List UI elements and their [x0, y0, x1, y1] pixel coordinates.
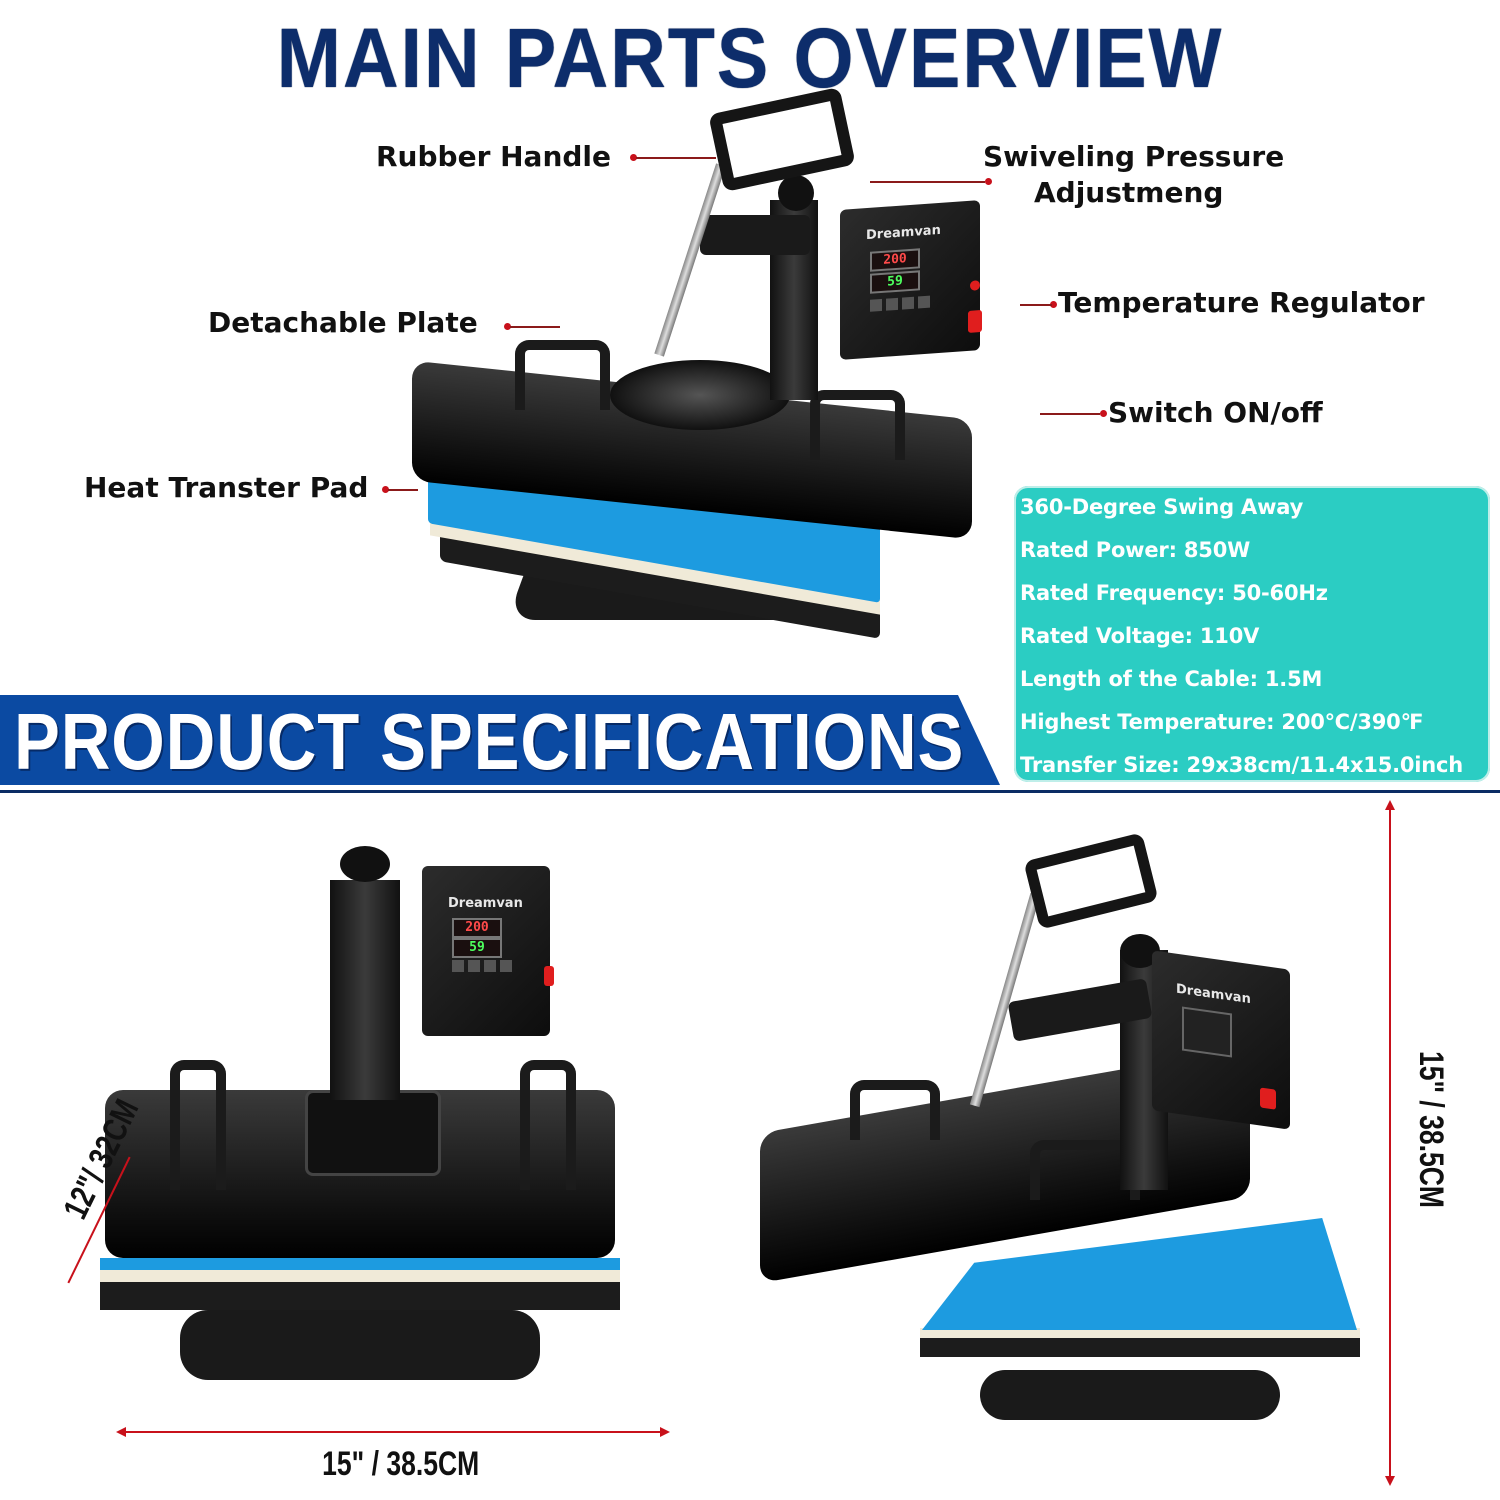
brand-logo: Dreamvan [448, 896, 523, 911]
spring-hub [610, 360, 790, 430]
arrowhead-right [660, 1427, 670, 1437]
press-base [180, 1310, 540, 1380]
plate-handle-left [850, 1080, 940, 1140]
pressure-knob [340, 846, 390, 882]
arrowhead-left [116, 1427, 126, 1437]
callout-leader [1040, 413, 1100, 415]
callout-leader [388, 489, 418, 491]
time-display: 59 [452, 938, 502, 958]
pad-cream-layer [100, 1268, 620, 1282]
press-arm [700, 215, 810, 255]
callout-leader [870, 181, 985, 183]
spec-box: 360-Degree Swing Away Rated Power: 850W … [1014, 486, 1490, 782]
spec-line: Rated Voltage: 110V [1020, 624, 1260, 648]
callout-rubber-handle: Rubber Handle [376, 140, 612, 173]
heat-transfer-pad-blue [100, 1258, 620, 1270]
callout-temperature-regulator: Temperature Regulator [1058, 286, 1425, 319]
spec-line: 360-Degree Swing Away [1020, 495, 1304, 519]
callout-heat-transfer-pad: Heat Transter Pad [84, 471, 369, 504]
callout-leader [1020, 304, 1052, 306]
press-base [980, 1370, 1280, 1420]
callout-dot [382, 486, 389, 493]
lever-rod [654, 163, 726, 357]
heat-press-angled-view: Dreamvan [760, 832, 1360, 1440]
power-switch [1260, 1087, 1276, 1110]
product-specifications-title: PRODUCT SPECIFICATIONS [14, 697, 965, 786]
callout-dot [1100, 410, 1107, 417]
temp-display: 200 [870, 248, 920, 272]
spec-line: Highest Temperature: 200℃/390℉ [1020, 710, 1424, 734]
temp-display: 200 [452, 918, 502, 938]
callout-swiveling-pressure-line2: Adjustmeng [1034, 176, 1224, 209]
rubber-handle-grip [1023, 832, 1159, 930]
plate-handle-left [170, 1060, 226, 1190]
rubber-handle-grip [708, 86, 856, 193]
height-arrow [1389, 805, 1391, 1480]
swivel-mount [305, 1090, 441, 1176]
width-arrow [120, 1431, 665, 1433]
spec-banner-band [0, 695, 1000, 785]
callout-dot [504, 323, 511, 330]
arrowhead-top [1385, 800, 1395, 810]
temperature-controller: Dreamvan 200 59 [422, 866, 554, 1036]
spec-line: Length of the Cable: 1.5M [1020, 667, 1323, 691]
arrowhead-bottom [1385, 1476, 1395, 1486]
temperature-controller: Dreamvan 200 59 [840, 200, 982, 360]
temperature-controller: Dreamvan [1152, 950, 1290, 1130]
width-dimension-label: 15" / 38.5CM [322, 1445, 480, 1483]
callout-detachable-plate: Detachable Plate [208, 306, 478, 339]
plate-handle-right [520, 1060, 576, 1190]
heat-press-top-view: Dreamvan 200 59 [400, 86, 1020, 690]
plate-handle-right [810, 390, 905, 460]
plate-handle-left [515, 340, 610, 410]
callout-leader [510, 326, 560, 328]
pressure-knob [778, 175, 814, 211]
indicator-light [970, 280, 980, 291]
blank-display [1182, 1006, 1232, 1058]
pad-cream-layer [920, 1328, 1360, 1338]
divider-line [0, 790, 1500, 793]
callout-dot [630, 154, 637, 161]
heat-press-front-view: Dreamvan 200 59 [100, 840, 620, 1400]
callout-dot [985, 178, 992, 185]
brand-logo: Dreamvan [1176, 981, 1251, 1008]
main-parts-title: MAIN PARTS OVERVIEW [276, 11, 1224, 105]
height-dimension-label: 15" / 38.5CM [1412, 1050, 1451, 1209]
callout-swiveling-pressure-line1: Swiveling Pressure [983, 140, 1285, 173]
spec-line: Rated Power: 850W [1020, 538, 1251, 562]
press-column [330, 880, 400, 1100]
control-buttons [870, 295, 930, 312]
callout-dot [1050, 301, 1057, 308]
callout-switch: Switch ON/off [1108, 396, 1323, 429]
lower-plate [100, 1280, 620, 1310]
spec-line: Transfer Size: 29x38cm/11.4x15.0inch [1020, 753, 1464, 777]
brand-logo: Dreamvan [866, 222, 941, 244]
power-switch [544, 966, 554, 986]
time-display: 59 [870, 270, 920, 294]
lower-plate [920, 1335, 1360, 1357]
callout-leader [636, 157, 716, 159]
power-switch [968, 309, 982, 333]
spec-line: Rated Frequency: 50-60Hz [1020, 581, 1328, 605]
control-buttons [452, 960, 512, 972]
